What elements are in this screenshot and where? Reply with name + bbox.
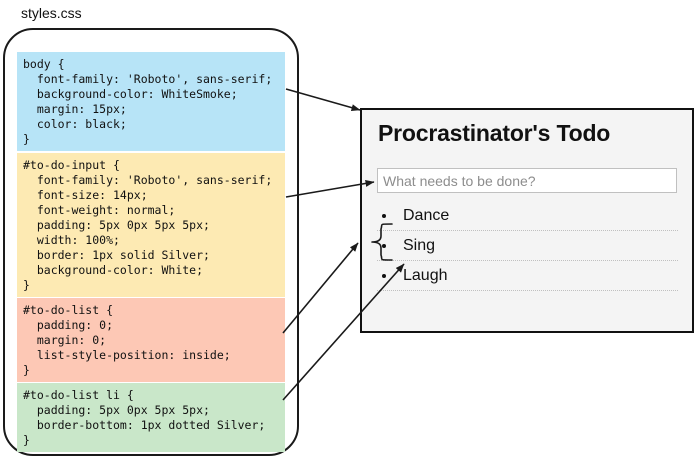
css-rule-to-do-list: #to-do-list { padding: 0; margin: 0; lis… <box>17 297 285 382</box>
todo-list-item[interactable]: Dance <box>377 201 678 231</box>
rendered-app-panel: Procrastinator's Todo Dance Sing Laugh <box>360 108 694 333</box>
css-rule-to-do-list-li: #to-do-list li { padding: 5px 0px 5px 5p… <box>17 382 285 452</box>
todo-input-field[interactable] <box>377 168 677 193</box>
css-stylesheet-panel <box>3 28 299 456</box>
app-title: Procrastinator's Todo <box>378 120 611 146</box>
todo-list-item[interactable]: Laugh <box>377 261 678 291</box>
todo-list: Dance Sing Laugh <box>377 201 678 291</box>
todo-list-item[interactable]: Sing <box>377 231 678 261</box>
file-name-label: styles.css <box>21 5 82 21</box>
css-rule-body: body { font-family: 'Roboto', sans-serif… <box>17 51 285 151</box>
css-rule-to-do-input: #to-do-input { font-family: 'Roboto', sa… <box>17 152 285 297</box>
